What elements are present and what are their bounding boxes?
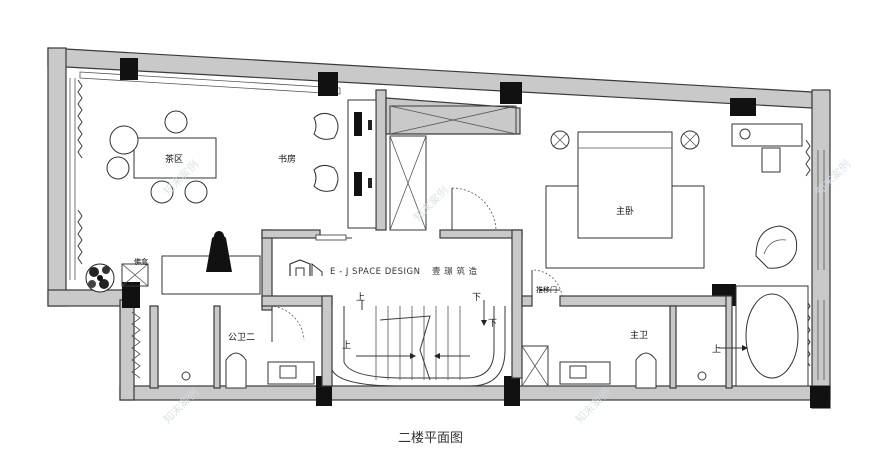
- brand-name-cn: 壹 璟 筑 造: [432, 266, 478, 277]
- tea-area-furniture: [85, 110, 261, 295]
- label-tea-area: 茶区: [165, 153, 183, 165]
- brand-name: E - J SPACE DESIGN: [330, 267, 420, 277]
- staircase: [269, 300, 506, 387]
- label-stairs-down: 下: [472, 293, 481, 303]
- plant-icon: [85, 263, 115, 293]
- study-furniture: [272, 99, 377, 241]
- label-bath-step-up: 上: [712, 344, 721, 355]
- label-sliding-door: 推移门: [536, 285, 557, 294]
- label-public-bath-2: 公卫二: [228, 332, 255, 343]
- label-stairs-up-landing: 上: [342, 340, 351, 351]
- label-shrine: 佛龛: [134, 257, 148, 266]
- outer-walls: [47, 47, 831, 409]
- bathroom-fixtures: [131, 285, 809, 389]
- bedroom-furniture: [451, 123, 803, 297]
- brand-logo: [289, 259, 323, 276]
- label-study: 书房: [278, 153, 296, 165]
- label-master-bedroom: 主卧: [616, 205, 634, 217]
- label-master-bath: 主卫: [630, 329, 648, 341]
- watermark: 知末案例: [410, 183, 451, 224]
- statue-icon: [206, 231, 232, 272]
- plan-caption: 二楼平面图: [398, 431, 463, 446]
- windows: [69, 71, 825, 380]
- label-stairs-down-landing: 下: [488, 319, 497, 329]
- wardrobes: [121, 105, 549, 387]
- label-stairs-up: 上: [356, 292, 365, 303]
- interior-walls: [149, 89, 733, 389]
